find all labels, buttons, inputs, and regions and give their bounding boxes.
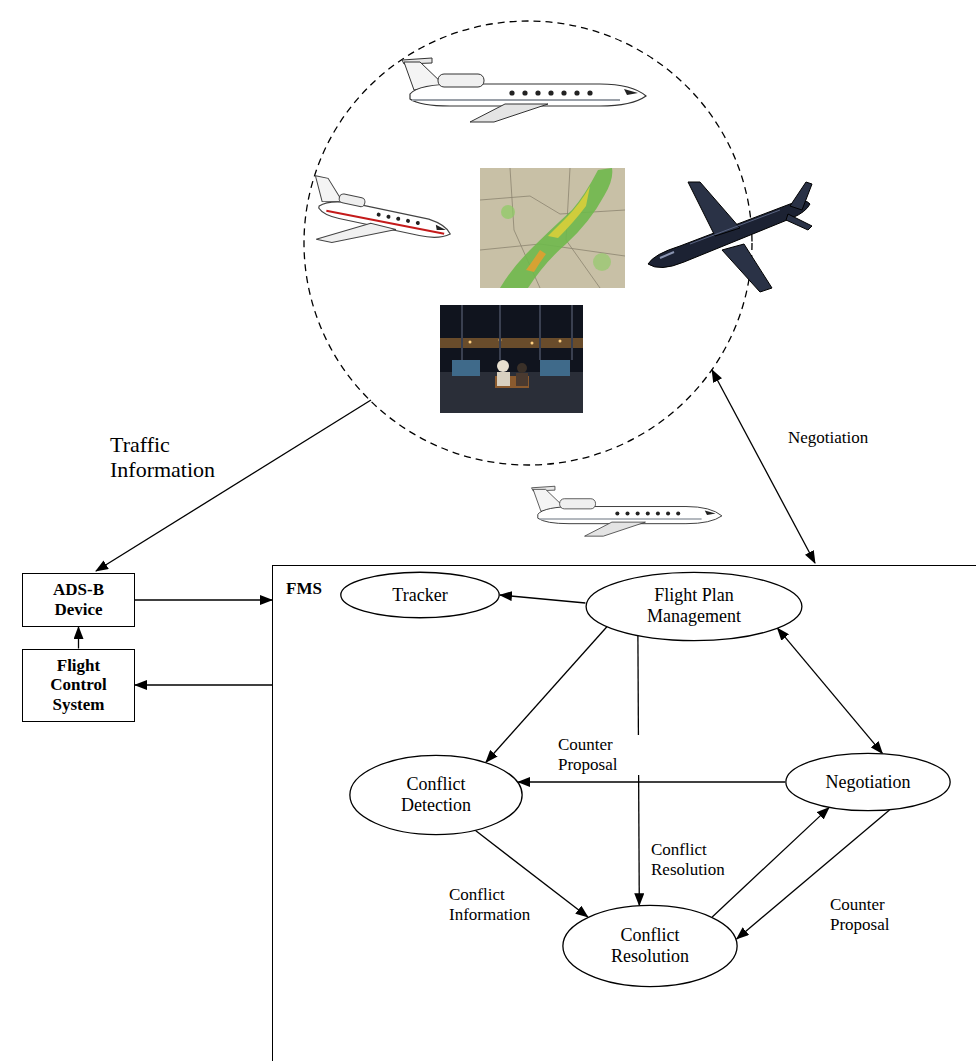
weather-map-part xyxy=(548,186,590,238)
module-label: Conflict Resolution xyxy=(591,925,710,966)
business-jet-part xyxy=(535,90,540,95)
business-jet-part xyxy=(548,90,553,95)
learjet-part xyxy=(660,252,674,258)
ellipse-outline xyxy=(341,572,499,618)
module-label: Flight Plan Management xyxy=(620,585,768,626)
module-label: Conflict Detection xyxy=(377,774,495,815)
ellipse-outline xyxy=(350,755,522,834)
control-tower-photo-part xyxy=(540,360,570,376)
learjet-part xyxy=(722,244,772,292)
module-ellipse: Negotiation xyxy=(785,753,951,811)
control-tower-photo-part xyxy=(452,360,480,376)
citation-jet-part xyxy=(406,219,411,224)
module-label: Tracker xyxy=(392,585,447,606)
system-frame: FMS Tracker Flight Plan ManagementConflict… xyxy=(272,565,976,1061)
weather-map xyxy=(480,168,625,288)
flow-arrow xyxy=(500,595,585,603)
learjet-part xyxy=(786,214,812,230)
edge-label: Conflict Information xyxy=(447,885,543,924)
weather-map-part xyxy=(501,205,515,219)
citation-jet xyxy=(303,176,457,267)
device-label: Flight Control System xyxy=(29,656,128,715)
business-jet-part xyxy=(509,90,514,95)
ellipse-outline xyxy=(563,905,737,986)
control-tower-photo-part xyxy=(440,305,583,413)
control-tower-photo-part xyxy=(440,372,583,413)
control-tower-photo-part xyxy=(531,342,534,345)
control-tower-photo-part xyxy=(559,340,562,343)
control-tower-photo-part xyxy=(497,372,510,386)
weather-map-part xyxy=(526,250,546,272)
edge-label: Counter Proposal xyxy=(556,735,640,774)
citation-jet-part xyxy=(396,216,401,221)
module-ellipse: Conflict Resolution xyxy=(562,905,738,987)
business-jet-part xyxy=(470,104,548,122)
learjet xyxy=(648,182,812,292)
citation-jet-part xyxy=(376,212,381,217)
citation-jet-part xyxy=(435,225,447,232)
control-tower-photo xyxy=(440,305,583,413)
business-jet-part xyxy=(522,90,527,95)
learjet-part xyxy=(690,210,780,244)
control-tower-photo-part xyxy=(497,360,509,372)
frame-title: FMS xyxy=(286,579,322,599)
module-label: Negotiation xyxy=(826,772,911,793)
negotiation-arrow xyxy=(712,370,815,563)
airspace-boundary xyxy=(304,21,752,465)
citation-jet-part xyxy=(316,213,396,255)
weather-map-part xyxy=(480,168,625,288)
flow-arrow xyxy=(135,599,272,600)
flow-caption: Negotiation xyxy=(788,428,868,448)
flow-arrow xyxy=(78,627,79,649)
device-label: ADS-B Device xyxy=(29,580,128,619)
control-tower-photo-part xyxy=(516,373,528,386)
flow-arrow xyxy=(135,684,272,685)
own-aircraft xyxy=(532,486,722,536)
flow-arrow xyxy=(778,628,883,753)
citation-jet-part xyxy=(338,193,365,207)
citation-jet-part xyxy=(386,214,391,219)
module-ellipse: Flight Plan Management xyxy=(585,572,803,641)
control-tower-photo-part xyxy=(517,363,527,373)
control-tower-photo-part xyxy=(469,341,472,344)
weather-map-part xyxy=(593,253,611,271)
ellipse-outline xyxy=(586,572,802,640)
ellipse-outline xyxy=(786,753,950,810)
business-jet-part xyxy=(624,89,638,95)
business-jet xyxy=(402,58,646,122)
learjet-part xyxy=(790,182,812,210)
business-jet-part xyxy=(438,74,484,87)
edge-label: Conflict Resolution xyxy=(649,840,741,879)
module-ellipse: Tracker xyxy=(340,572,500,618)
module-ellipse: Conflict Detection xyxy=(349,755,523,835)
citation-jet-part xyxy=(415,221,420,226)
weather-map-part xyxy=(500,168,612,288)
business-jet-part xyxy=(574,90,579,95)
business-jet-part xyxy=(412,99,620,101)
device-box: Flight Control System xyxy=(22,649,135,722)
edge-label: Counter Proposal xyxy=(828,895,912,934)
flow-caption: Traffic Information xyxy=(110,432,230,483)
traffic-information-arrow xyxy=(96,400,371,571)
device-box: ADS-B Device xyxy=(22,573,135,627)
control-tower-photo-part xyxy=(462,305,572,360)
business-jet-part xyxy=(561,90,566,95)
flow-arrow xyxy=(518,781,785,782)
business-jet-part xyxy=(587,90,592,95)
